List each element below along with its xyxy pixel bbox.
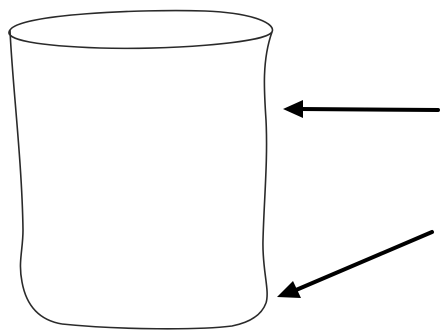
cup-rim bbox=[9, 11, 273, 49]
lower-arrow bbox=[277, 232, 432, 298]
cup-left-side bbox=[10, 30, 62, 324]
upper-arrow bbox=[283, 100, 438, 118]
cup-bottom bbox=[62, 303, 266, 329]
cup-right-side bbox=[263, 32, 272, 303]
